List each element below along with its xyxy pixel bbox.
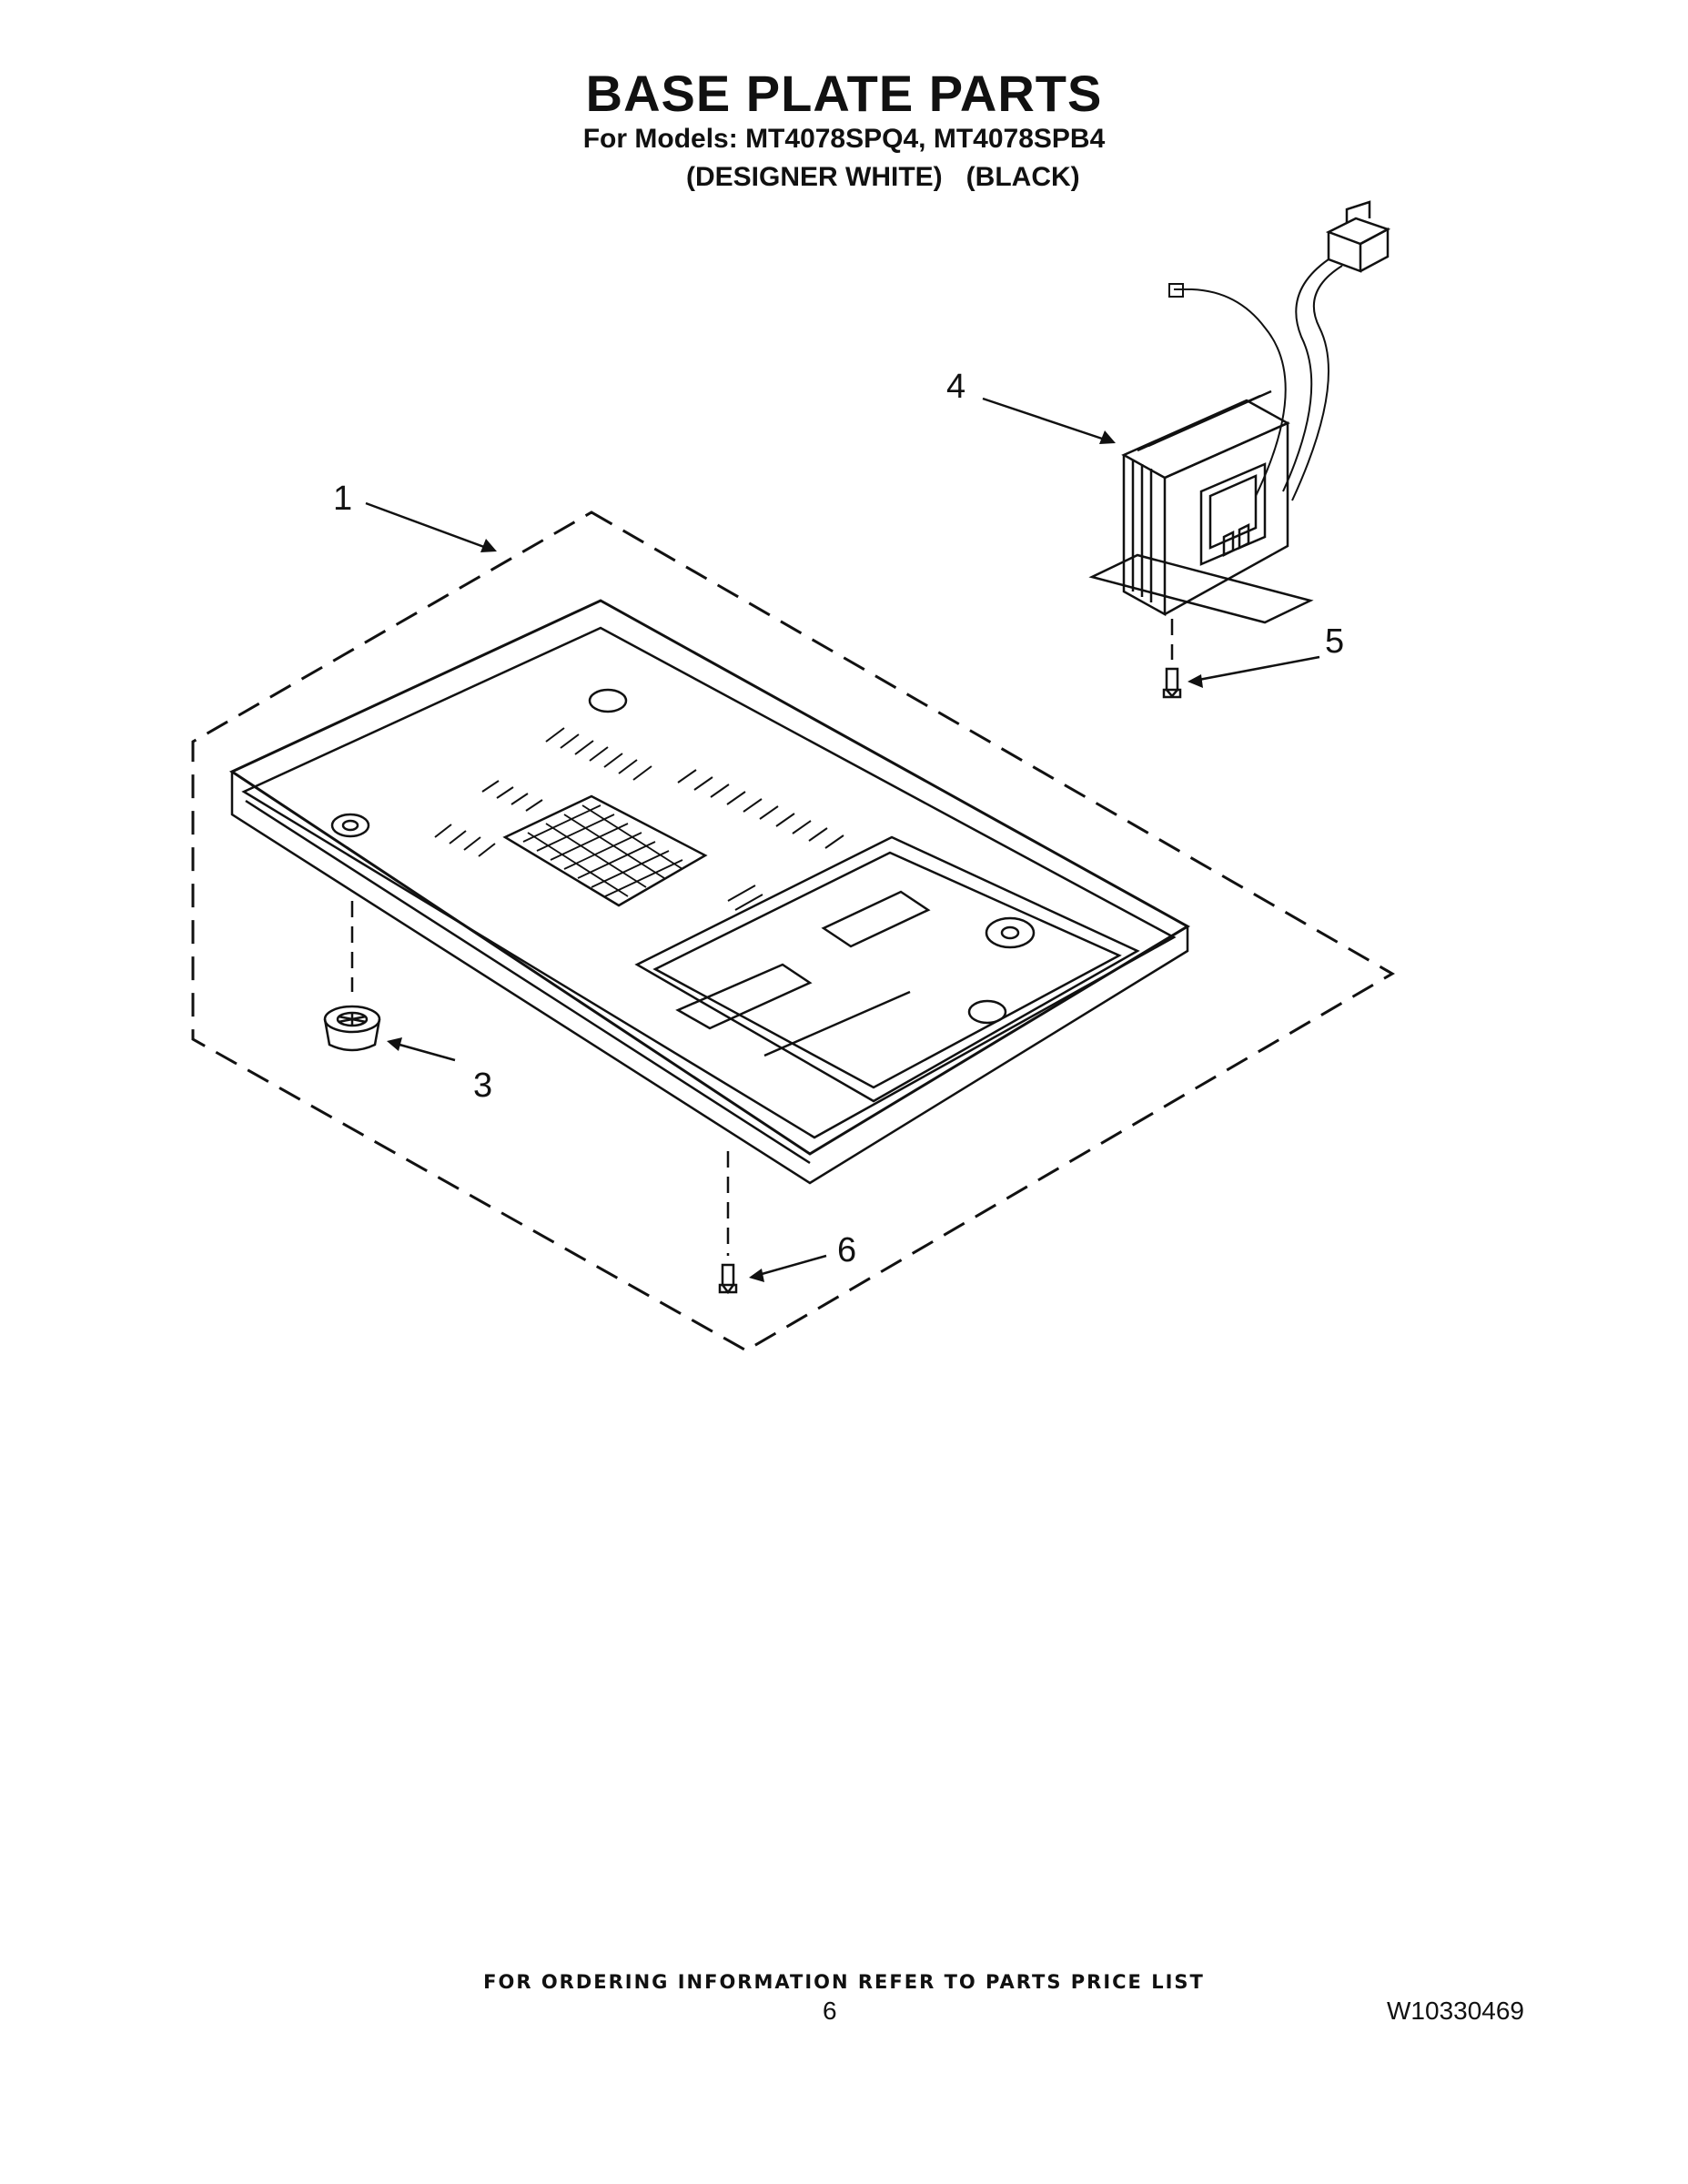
color-variants: (DESIGNER WHITE) (BLACK) <box>686 162 1104 193</box>
screw-6-drawing <box>718 1151 738 1295</box>
page-number: 6 <box>823 1997 837 2025</box>
callout-4: 4 <box>946 368 965 406</box>
exploded-parts-diagram: 1 3 4 5 6 <box>191 200 1395 1352</box>
callout-3: 3 <box>473 1067 492 1105</box>
transformer-drawing <box>1088 200 1391 624</box>
leader-lines <box>365 397 1320 1278</box>
callout-6: 6 <box>837 1231 856 1269</box>
perforated-grid <box>502 794 708 907</box>
base-plate-drawing <box>228 599 1190 1185</box>
model-numbers: For Models: MT4078SPQ4, MT4078SPB4 <box>582 124 1106 154</box>
document-number: W10330469 <box>1387 1997 1525 2025</box>
color-label-black: (BLACK) <box>965 162 1080 192</box>
color-label-designer-white: (DESIGNER WHITE) <box>686 162 943 192</box>
vent-slots <box>434 727 844 911</box>
assembly-boundary <box>191 511 1395 1352</box>
callout-5: 5 <box>1325 622 1344 661</box>
rubber-foot-drawing <box>323 901 381 1052</box>
leader-arrowheads <box>387 430 1203 1282</box>
page-title: BASE PLATE PARTS <box>585 65 1103 122</box>
screw-5-drawing <box>1162 619 1182 699</box>
ordering-note: FOR ORDERING INFORMATION REFER TO PARTS … <box>483 1971 1205 1993</box>
callout-1: 1 <box>333 480 352 518</box>
